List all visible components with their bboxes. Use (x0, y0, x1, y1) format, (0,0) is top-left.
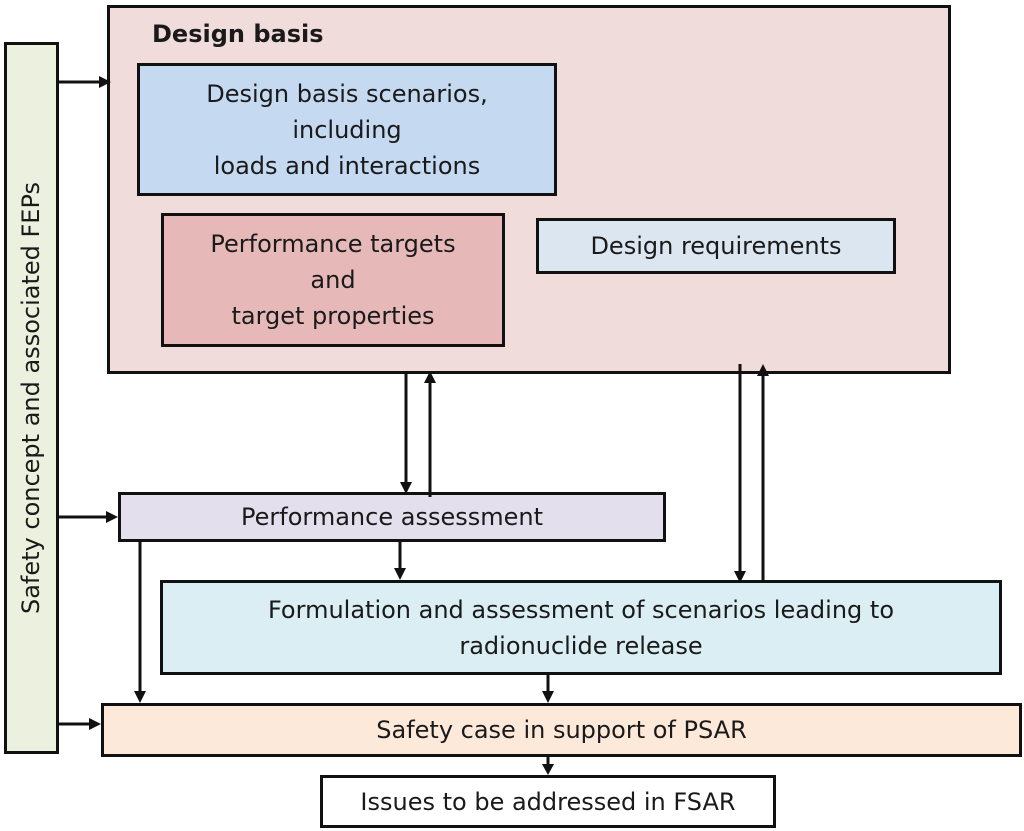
formulation-box: Formulation and assessment of scenarios … (160, 580, 1002, 675)
safety-case-box: Safety case in support of PSAR (101, 703, 1022, 757)
arrow-safety-case-to-fsar (542, 757, 554, 775)
formulation-line-1: Formulation and assessment of scenarios … (267, 595, 894, 624)
fsar-issues-box: Issues to be addressed in FSAR (320, 775, 776, 828)
formulation-line-2: radionuclide release (459, 631, 703, 660)
arrow-performance-assessment-to-formulation (394, 542, 406, 580)
scenarios-line-1: Design basis scenarios, (206, 79, 488, 108)
performance-assessment-box: Performance assessment (118, 492, 666, 542)
design-basis-title: Design basis (152, 20, 324, 48)
fsar-issues-label: Issues to be addressed in FSAR (360, 787, 736, 816)
performance-targets-box: Performance targets and target propertie… (161, 213, 505, 347)
scenarios-line-3: loads and interactions (213, 151, 481, 180)
safety-concept-label: Safety concept and associated FEPs (17, 181, 46, 615)
arrow-concept-to-performance-assessment (59, 511, 118, 523)
arrow-concept-to-design-basis (59, 76, 111, 88)
targets-line-2: and (310, 266, 356, 294)
targets-line-3: target properties (231, 302, 435, 330)
safety-case-label: Safety case in support of PSAR (376, 716, 747, 744)
performance-assessment-label: Performance assessment (241, 503, 543, 531)
targets-line-1: Performance targets (210, 230, 456, 258)
arrow-design-basis-to-formulation (734, 364, 746, 583)
design-requirements-box: Design requirements (536, 218, 896, 274)
arrow-formulation-to-design-basis (757, 364, 769, 582)
scenarios-line-2: including (292, 115, 402, 144)
arrow-performance-assessment-to-design-basis (424, 371, 436, 497)
arrow-concept-to-safety-case (59, 718, 101, 730)
arrow-formulation-to-safety-case (542, 675, 554, 703)
design-requirements-label: Design requirements (590, 232, 842, 260)
safety-concept-box: Safety concept and associated FEPs (4, 42, 59, 754)
arrow-performance-assessment-to-safety-case (134, 542, 146, 703)
design-basis-scenarios-box: Design basis scenarios, including loads … (137, 63, 557, 196)
arrow-design-basis-to-performance-assessment (400, 374, 412, 494)
